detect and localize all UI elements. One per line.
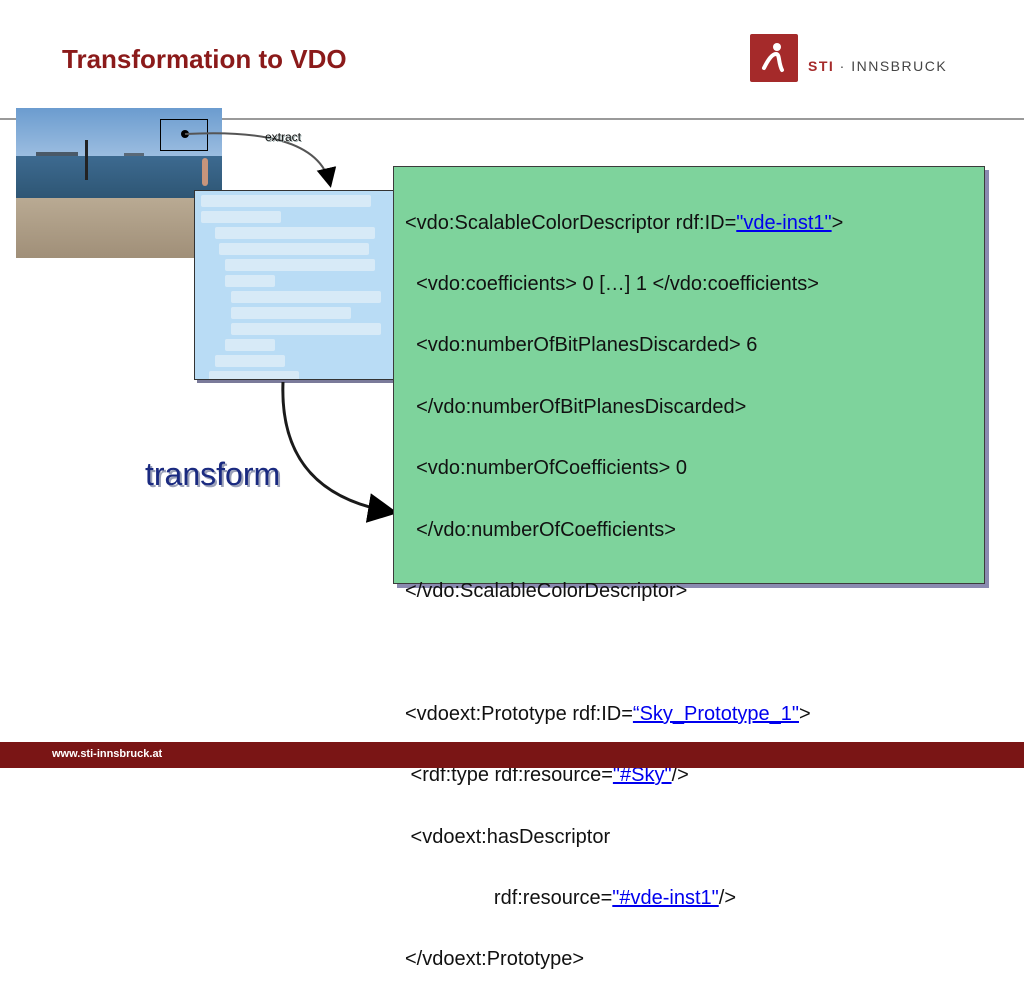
code-line-9: <vdoext:Prototype rdf:ID=“Sky_Prototype_… [405, 702, 811, 725]
code-line-12: rdf:resource="#vde-inst1"/> [405, 887, 737, 909]
selection-rectangle [160, 119, 208, 151]
vde-inst1-link[interactable]: "vde-inst1" [736, 211, 832, 234]
logo-text: STI · INNSBRUCK [808, 58, 948, 74]
footer-url[interactable]: www.sti-innsbruck.at [52, 748, 163, 760]
sky-prototype-link[interactable]: “Sky_Prototype_1" [632, 702, 799, 725]
sti-logo-icon [750, 34, 798, 82]
code-line-4: </vdo:numberOfBitPlanesDiscarded> [405, 395, 747, 418]
transform-label: transform [145, 456, 281, 492]
code-line-5: <vdo:numberOfCoefficients> 0 [405, 457, 688, 480]
vde-inst1-ref-link[interactable]: "#vde-inst1" [612, 887, 719, 909]
vdo-code-box: <vdo:ScalableColorDescriptor rdf:ID="vde… [393, 166, 985, 970]
code-line-1: <vdo:ScalableColorDescriptor rdf:ID="vde… [405, 211, 844, 234]
extract-label: extract [265, 130, 302, 144]
code-line-blank [405, 637, 974, 668]
header-rule-left [0, 118, 16, 120]
slide-title: Transformation to VDO [62, 44, 347, 74]
code-line-3: <vdo:numberOfBitPlanesDiscarded> 6 [405, 334, 758, 357]
beach-photo [16, 108, 222, 258]
code-line-7: </vdo:ScalableColorDescriptor> [405, 580, 688, 603]
code-line-2: <vdo:coefficients> 0 […] 1 </vdo:coeffic… [405, 273, 819, 296]
mpeg7-xml-card [194, 190, 394, 380]
code-line-13: </vdoext:Prototype> [405, 948, 585, 971]
flow-arrows [181, 130, 398, 523]
footer-bar: www.sti-innsbruck.at [0, 742, 1024, 768]
header-rule [222, 118, 1024, 120]
code-line-11: <vdoext:hasDescriptor [405, 825, 611, 848]
code-line-6: </vdo:numberOfCoefficients> [405, 518, 676, 541]
